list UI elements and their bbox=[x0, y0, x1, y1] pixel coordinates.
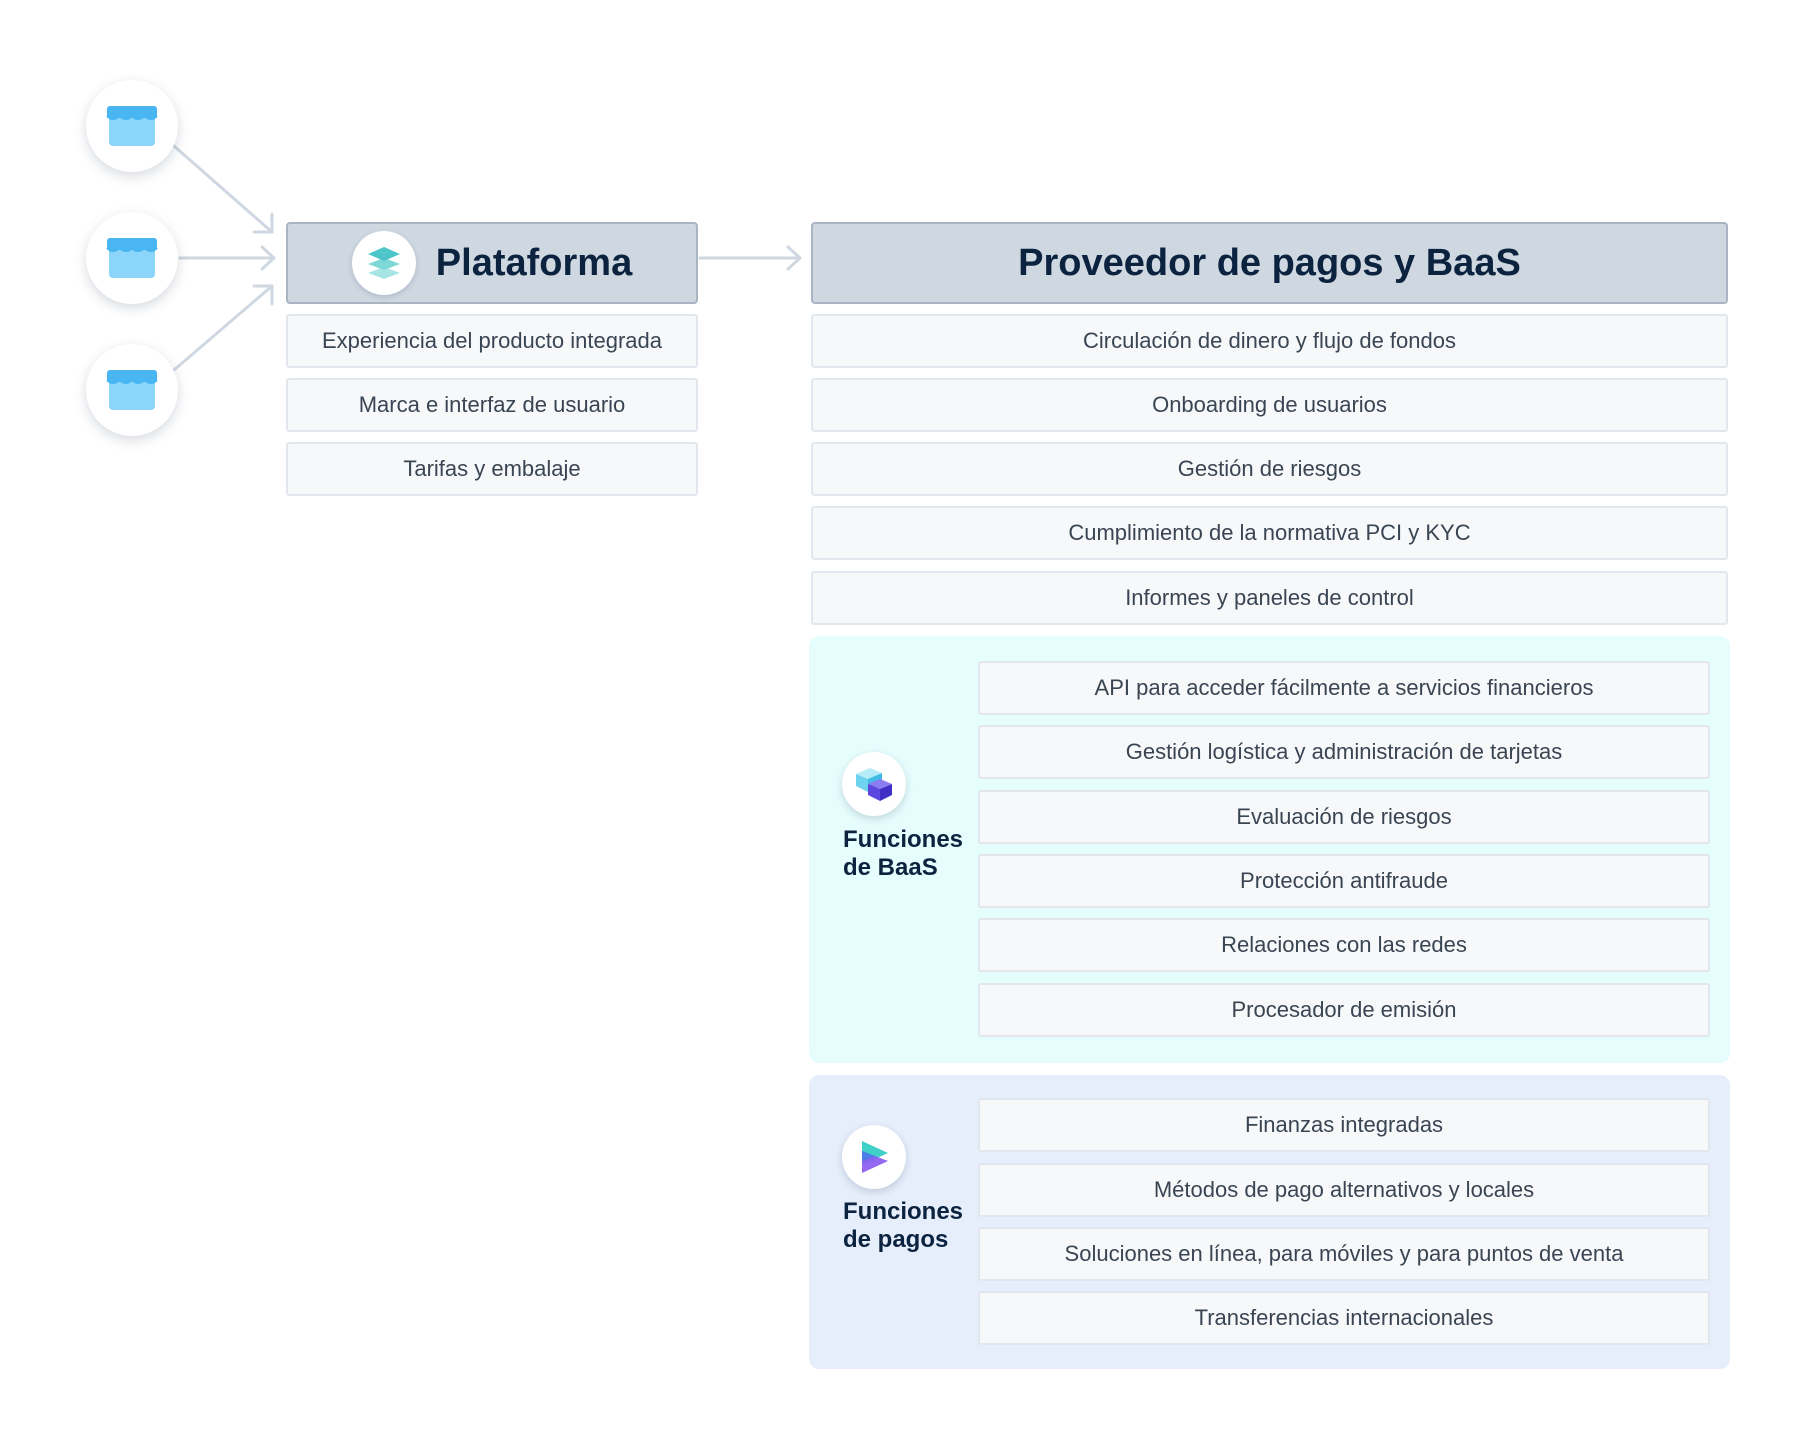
payments-item: Soluciones en línea, para móviles y para… bbox=[978, 1227, 1710, 1281]
arrowhead-platform-provider bbox=[786, 245, 802, 271]
provider-item-label: Cumplimiento de la normativa PCI y KYC bbox=[1068, 520, 1471, 545]
payments-item: Métodos de pago alternativos y locales bbox=[978, 1163, 1710, 1217]
arrow-merchant-1 bbox=[172, 144, 274, 234]
payments-item-label: Transferencias internacionales bbox=[1194, 1305, 1494, 1330]
provider-item-label: Gestión de riesgos bbox=[1177, 456, 1362, 481]
baas-label-line2: de BaaS bbox=[843, 853, 938, 881]
arrowhead-merchant-1 bbox=[252, 212, 274, 234]
provider-item: Gestión de riesgos bbox=[811, 442, 1728, 496]
payments-logo bbox=[842, 1125, 906, 1189]
platform-item: Marca e interfaz de usuario bbox=[286, 378, 698, 432]
payments-item-label: Finanzas integradas bbox=[1244, 1112, 1444, 1137]
provider-item-label: Informes y paneles de control bbox=[1125, 585, 1414, 610]
layers-icon bbox=[367, 247, 400, 279]
payments-label: Funciones de pagos bbox=[843, 1198, 963, 1254]
store-icon bbox=[106, 238, 158, 278]
baas-item-label: Protección antifraude bbox=[1240, 868, 1448, 893]
arrowhead-merchant-2 bbox=[260, 245, 276, 271]
provider-header: Proveedor de pagos y BaaS bbox=[811, 222, 1728, 304]
store-icon bbox=[106, 370, 158, 410]
platform-item: Experiencia del producto integrada bbox=[286, 314, 698, 368]
baas-label-line1: Funciones bbox=[843, 826, 964, 853]
baas-item: Relaciones con las redes bbox=[978, 918, 1710, 972]
provider-item: Circulación de dinero y flujo de fondos bbox=[811, 314, 1728, 368]
platform-title: Plataforma bbox=[435, 241, 633, 284]
payments-item-label: Métodos de pago alternativos y locales bbox=[1153, 1177, 1535, 1202]
payments-item: Transferencias internacionales bbox=[978, 1291, 1710, 1345]
store-icon bbox=[106, 106, 158, 146]
merchant-store-3 bbox=[86, 344, 178, 436]
baas-item-label: Evaluación de riesgos bbox=[1236, 804, 1452, 829]
provider-item-label: Onboarding de usuarios bbox=[1152, 392, 1387, 417]
platform-item-label: Marca e interfaz de usuario bbox=[358, 392, 626, 417]
merchant-store-1 bbox=[86, 80, 178, 172]
platform-header: Plataforma bbox=[286, 222, 698, 304]
provider-item: Cumplimiento de la normativa PCI y KYC bbox=[811, 506, 1728, 560]
provider-item: Informes y paneles de control bbox=[811, 571, 1728, 625]
baas-item: Gestión logística y administración de ta… bbox=[978, 725, 1710, 779]
platform-logo bbox=[351, 231, 416, 295]
provider-item: Onboarding de usuarios bbox=[811, 378, 1728, 432]
payments-item-label: Soluciones en línea, para móviles y para… bbox=[1064, 1241, 1624, 1266]
baas-item: Protección antifraude bbox=[978, 854, 1710, 908]
play-icon bbox=[862, 1141, 888, 1173]
baas-item-label: Relaciones con las redes bbox=[1221, 932, 1467, 957]
merchant-store-2 bbox=[86, 212, 178, 304]
baas-item: Procesador de emisión bbox=[978, 983, 1710, 1037]
payments-item: Finanzas integradas bbox=[978, 1098, 1710, 1152]
cube-icon bbox=[856, 768, 892, 801]
baas-item-label: Procesador de emisión bbox=[1231, 997, 1457, 1022]
platform-item-label: Tarifas y embalaje bbox=[403, 456, 581, 481]
baas-item-label: API para acceder fácilmente a servicios … bbox=[1094, 675, 1594, 700]
arrowhead-merchant-3 bbox=[252, 284, 274, 306]
provider-title: Proveedor de pagos y BaaS bbox=[1018, 241, 1521, 284]
arrow-merchant-3 bbox=[172, 284, 274, 372]
baas-item: API para acceder fácilmente a servicios … bbox=[978, 661, 1710, 715]
payments-label-line1: Funciones bbox=[843, 1198, 964, 1225]
baas-item: Evaluación de riesgos bbox=[978, 790, 1710, 844]
baas-logo bbox=[842, 752, 906, 816]
baas-item-label: Gestión logística y administración de ta… bbox=[1125, 739, 1563, 764]
payments-label-line2: de pagos bbox=[843, 1225, 949, 1253]
baas-label: Funciones de BaaS bbox=[843, 826, 963, 882]
provider-item-label: Circulación de dinero y flujo de fondos bbox=[1082, 328, 1456, 353]
platform-item: Tarifas y embalaje bbox=[286, 442, 698, 496]
platform-item-label: Experiencia del producto integrada bbox=[321, 328, 662, 353]
